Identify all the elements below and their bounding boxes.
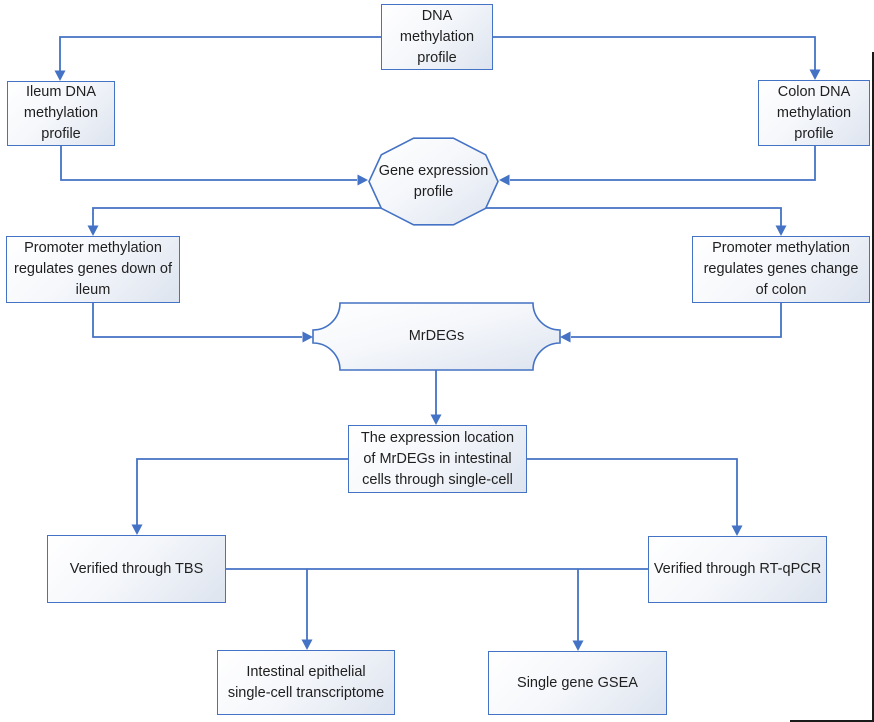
arrowhead-left-icon [499, 174, 510, 186]
node-intestinal-epithelial-transcriptome: Intestinal epithelial single-cell transc… [217, 650, 395, 715]
edge-expression-location-to-tbs [136, 458, 348, 527]
node-single-gene-gsea: Single gene GSEA [488, 651, 667, 715]
node-text-line: Colon DNA [777, 83, 851, 100]
edge-promoter-colon-to-mrdegs [571, 303, 782, 338]
plaque-shape-mrdegs [312, 302, 561, 371]
arrowhead-down-icon [809, 69, 821, 80]
node-text-line: cells through single-cell [362, 471, 513, 488]
node-ileum-dna-methylation-profile: Ileum DNA methylation profile [7, 81, 115, 146]
arrowhead-right-icon [357, 174, 368, 186]
node-text-line: The expression location [360, 429, 515, 446]
arrowhead-right-icon [302, 331, 313, 343]
edge-dna-to-ileum [59, 36, 381, 73]
edge-gene-expression-to-promoter-colon [486, 207, 782, 228]
node-text-line: single-cell transcriptome [227, 684, 385, 701]
arrowhead-down-icon [131, 524, 143, 535]
node-text-line: Ileum DNA [25, 84, 97, 100]
edge-dna-to-colon [493, 36, 816, 72]
node-text-line: Verified through RT-qPCR [653, 561, 822, 577]
arrowhead-down-icon [731, 525, 743, 536]
node-text-line: Promoter methylation [712, 240, 850, 256]
node-text-line: of colon [755, 282, 807, 298]
arrowhead-left-icon [560, 331, 571, 343]
arrowhead-down-icon [301, 639, 313, 650]
edge-promoter-ileum-to-mrdegs [92, 303, 302, 338]
screenshot-right-border [872, 52, 874, 722]
node-text-line: methylation [776, 104, 852, 121]
node-text-line: Promoter methylation [24, 240, 162, 256]
node-dna-methylation-profile: DNA methylation profile [381, 4, 493, 70]
arrowhead-down-icon [87, 225, 99, 236]
node-expression-location-single-cell: The expression location of MrDEGs in int… [348, 425, 527, 493]
node-text-line: Single gene GSEA [517, 674, 638, 691]
screenshot-bottom-border [790, 720, 874, 722]
node-text-line: DNA [421, 7, 453, 24]
arrowhead-down-icon [430, 414, 442, 425]
arrowhead-down-icon [54, 70, 66, 81]
edge-ileum-to-gene-expression [60, 146, 357, 181]
node-text-line: profile [41, 126, 81, 142]
node-colon-dna-methylation-profile: Colon DNA methylation profile [758, 80, 870, 146]
node-text-line: Verified through TBS [69, 560, 204, 577]
edge-gene-expression-to-promoter-ileum [92, 207, 381, 228]
node-text-line: ileum [75, 282, 111, 298]
edge-colon-to-gene-expression [510, 146, 816, 181]
node-text-line: Intestinal epithelial [246, 663, 366, 680]
node-text-line: regulates genes change [703, 261, 859, 277]
node-text-line: of MrDEGs in intestinal [363, 450, 512, 467]
node-text-line: regulates genes down of [14, 261, 172, 277]
node-verified-through-rt-qpcr: Verified through RT-qPCR [648, 536, 827, 603]
node-promoter-methylation-colon: Promoter methylation regulates genes cha… [692, 236, 870, 303]
edge-expression-location-to-rtqpcr [527, 458, 738, 528]
node-text-line: methylation [23, 105, 99, 121]
node-verified-through-tbs: Verified through TBS [47, 535, 226, 603]
node-text-line: profile [794, 125, 834, 142]
decagon-shape-gene-expression [368, 137, 499, 226]
node-text-line: profile [417, 49, 457, 66]
arrowhead-down-icon [775, 225, 787, 236]
node-text-line: methylation [399, 28, 475, 45]
arrowhead-down-icon [572, 640, 584, 651]
node-promoter-methylation-ileum: Promoter methylation regulates genes dow… [6, 236, 180, 303]
